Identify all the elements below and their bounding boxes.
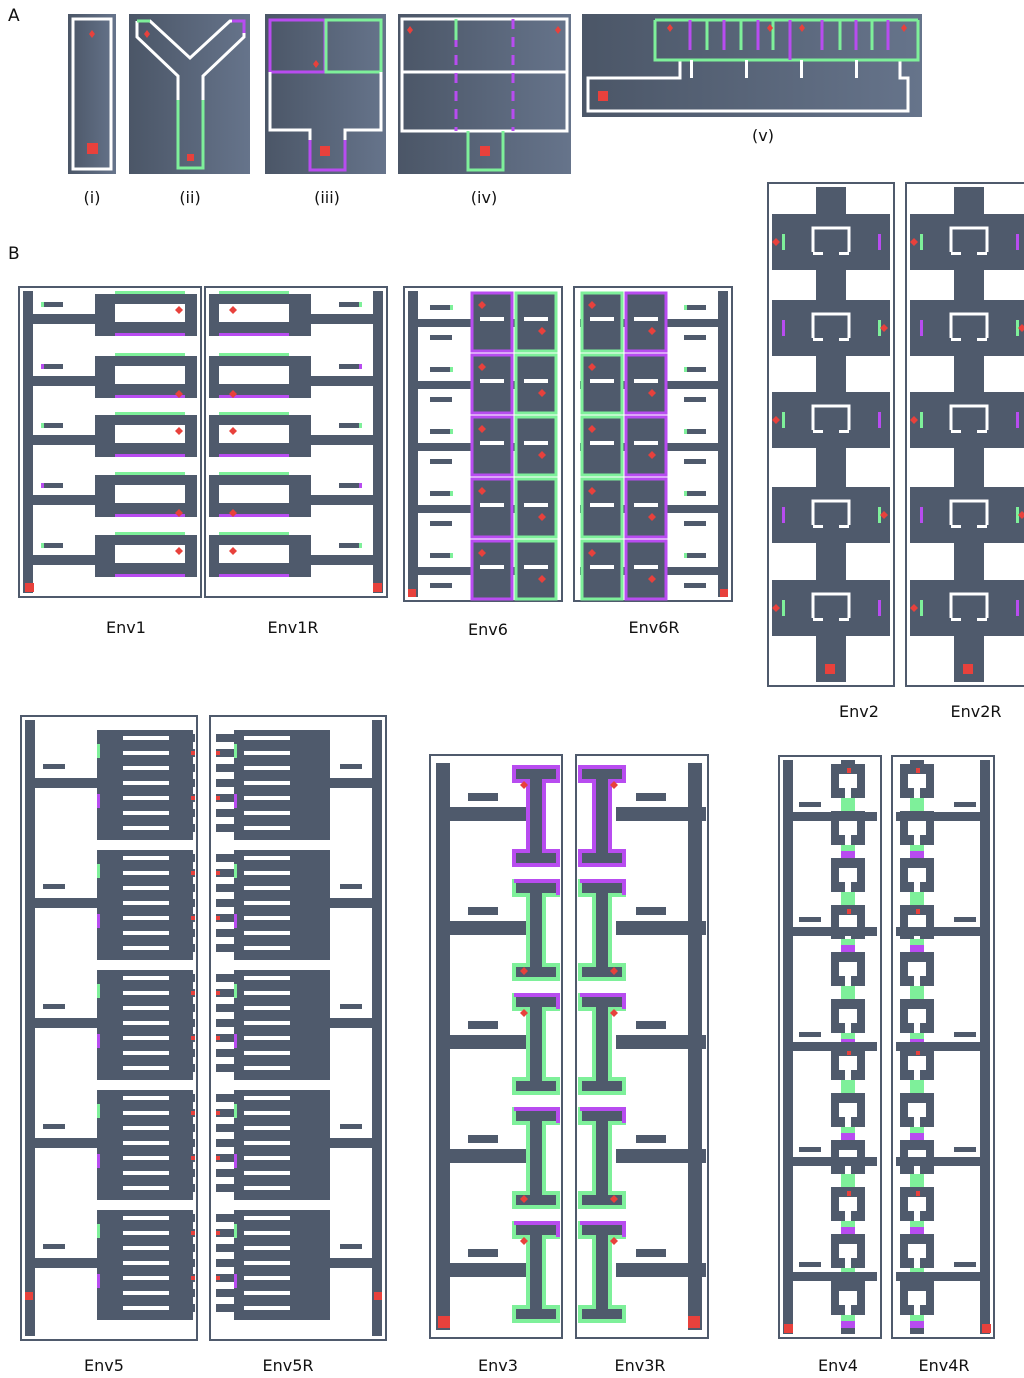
env4r-map <box>892 756 994 1338</box>
label-env6r: Env6R <box>628 618 679 637</box>
label-env3: Env3 <box>478 1356 518 1375</box>
env5r-map <box>210 716 386 1340</box>
label-env6: Env6 <box>468 620 508 639</box>
env3-map <box>430 755 562 1338</box>
label-env2: Env2 <box>839 702 879 721</box>
env2-map <box>768 183 894 686</box>
label-env1: Env1 <box>106 618 146 637</box>
label-env4r: Env4R <box>918 1356 969 1375</box>
env5-map <box>21 716 197 1340</box>
env4-map <box>779 756 881 1338</box>
label-env5: Env5 <box>84 1356 124 1375</box>
env2r-map <box>906 183 1024 686</box>
env3r-map <box>576 755 708 1338</box>
env6-map <box>404 287 562 601</box>
label-env4: Env4 <box>818 1356 858 1375</box>
label-env2r: Env2R <box>950 702 1001 721</box>
label-env5r: Env5R <box>262 1356 313 1375</box>
label-env3r: Env3R <box>614 1356 665 1375</box>
env1-map <box>19 287 201 597</box>
label-env1r: Env1R <box>267 618 318 637</box>
env6r-map <box>574 287 732 601</box>
env1r-map <box>205 287 387 597</box>
